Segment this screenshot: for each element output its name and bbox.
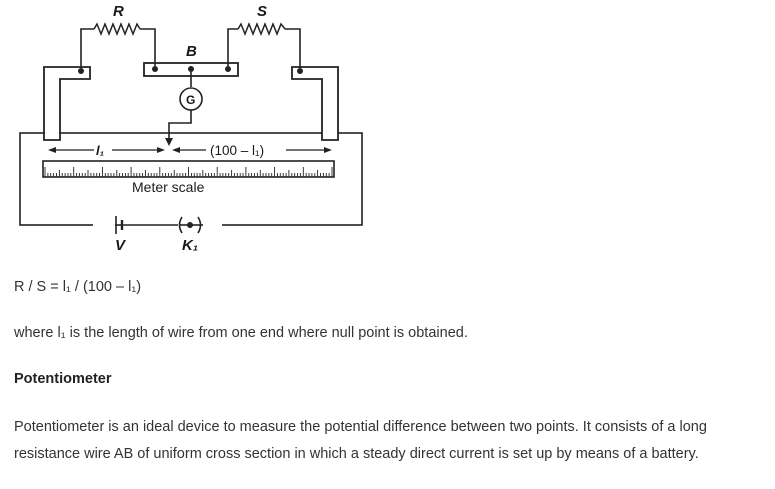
label-s: S: [257, 3, 267, 20]
jockey-tip: [165, 138, 173, 146]
label-r: R: [113, 3, 124, 20]
meter-bridge-diagram: R S B G l₁ (100 – l₁) Meter scale V K₁: [0, 0, 380, 262]
arrow-head: [172, 147, 180, 153]
section-paragraph: Potentiometer is an ideal device to meas…: [14, 419, 707, 462]
key-bracket-right: [197, 216, 202, 234]
scale-ticks: [44, 167, 333, 177]
left-copper-strip: [43, 66, 91, 141]
label-l1: l₁: [96, 143, 104, 158]
wire-s: [227, 28, 238, 66]
jockey-lead: [168, 110, 192, 141]
terminal-dot: [225, 66, 231, 72]
terminal-dot: [78, 68, 84, 74]
meter-scale-label: Meter scale: [132, 179, 205, 195]
terminal-dot: [297, 68, 303, 74]
meter-bridge-circuit: R S B G l₁ (100 – l₁) Meter scale V K₁: [19, 3, 363, 254]
wire-r-out: [140, 28, 156, 66]
right-copper-strip: [291, 66, 339, 141]
terminal-dot: [188, 66, 194, 72]
wire-s-out: [285, 28, 301, 68]
section-heading: Potentiometer: [14, 371, 112, 387]
arrow-head: [157, 147, 165, 153]
formula-description: where l₁ is the length of wire from one …: [14, 325, 468, 341]
l2-label-bg: [206, 141, 286, 157]
label-v: V: [115, 237, 127, 254]
label-k1: K₁: [182, 237, 198, 254]
wire-r: [80, 28, 94, 68]
arrow-head: [324, 147, 332, 153]
label-100-l1: (100 – l₁): [210, 143, 264, 158]
key-plug: [187, 222, 193, 228]
arrow-head: [48, 147, 56, 153]
balance-formula: R / S = l₁ / (100 – l₁): [14, 279, 142, 295]
label-g: G: [186, 93, 195, 107]
l1-label-bg: [94, 141, 112, 157]
resistor-s: [237, 21, 286, 37]
resistor-r: [93, 21, 141, 37]
terminal-dot: [152, 66, 158, 72]
label-b: B: [186, 43, 197, 60]
key-bracket-left: [178, 216, 183, 234]
